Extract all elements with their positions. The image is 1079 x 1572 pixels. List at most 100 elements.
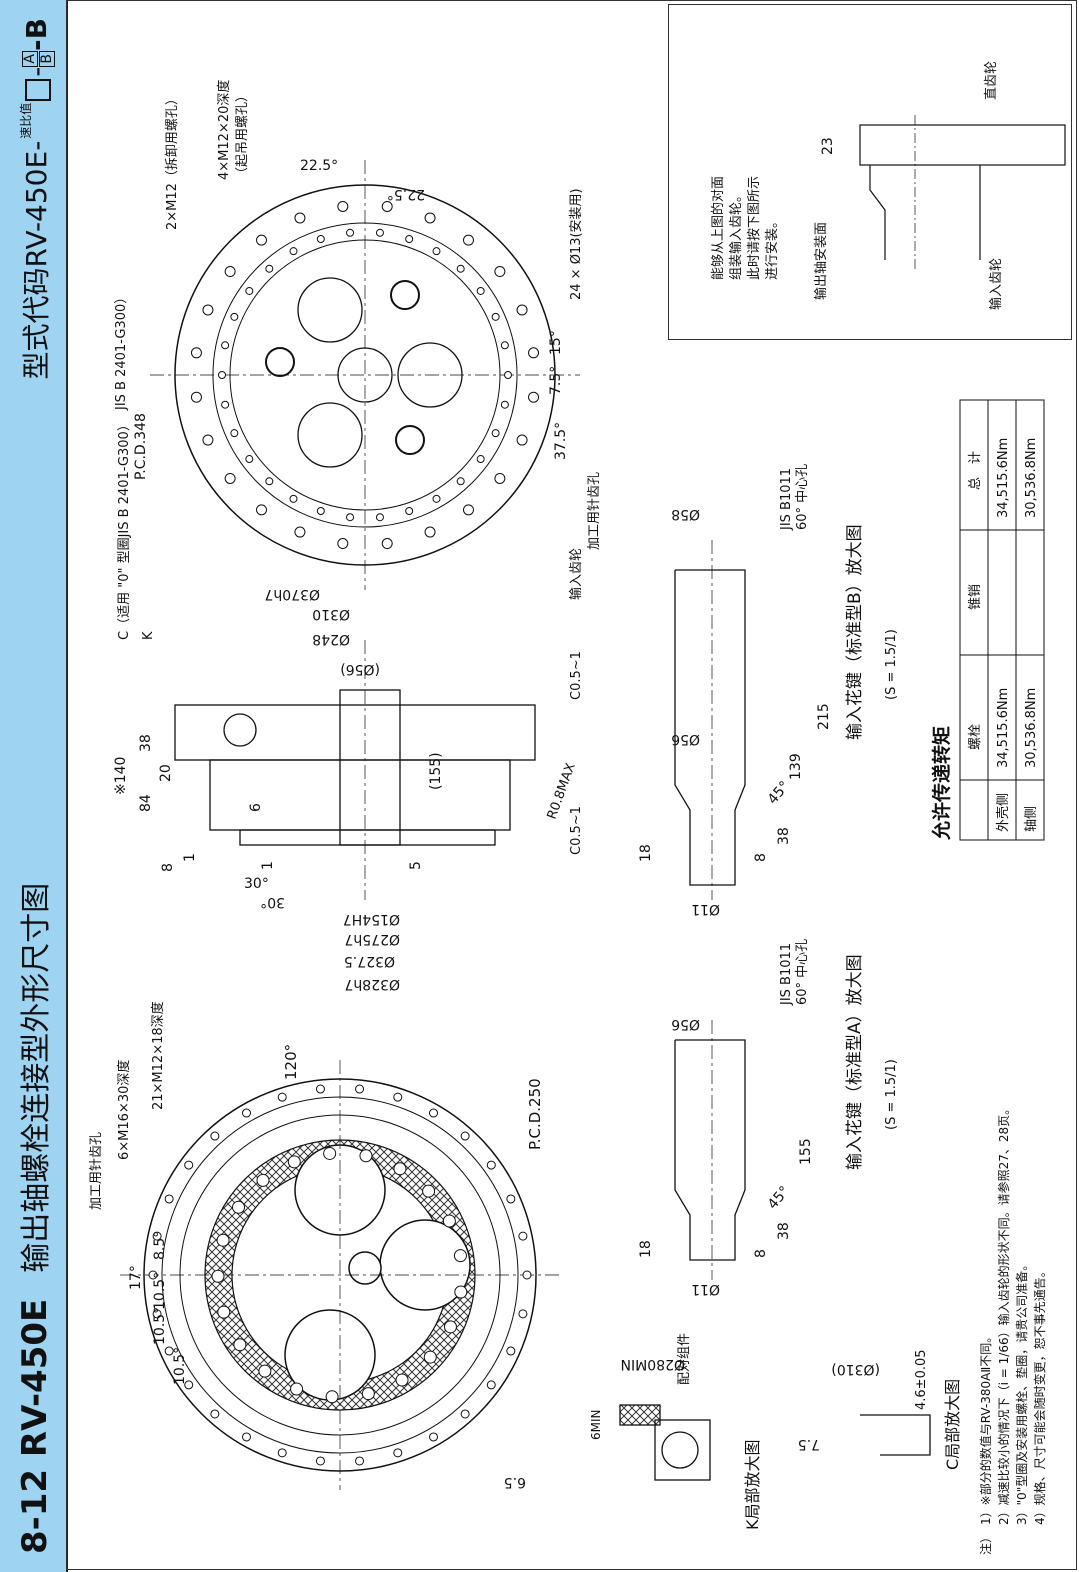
bolt-hole	[454, 1285, 468, 1299]
svg-text:K: K	[141, 631, 156, 640]
svg-text:8: 8	[753, 1249, 769, 1258]
bolt-hole	[361, 1387, 375, 1401]
bolt-hole	[294, 526, 306, 538]
bolt-hole	[315, 1084, 325, 1094]
bolt-hole	[224, 266, 236, 278]
svg-text:6.5: 6.5	[504, 1474, 526, 1490]
bolt-hole	[164, 1346, 174, 1356]
svg-text:（起吊用螺孔）: （起吊用螺孔）	[235, 89, 250, 180]
svg-text:60° 中心孔: 60° 中心孔	[795, 939, 810, 1005]
bolt-hole	[148, 1270, 158, 1280]
bolt-hole	[316, 234, 325, 243]
bolt-hole	[359, 1149, 373, 1163]
svg-text:(155): (155)	[428, 752, 444, 790]
front-view-output	[120, 1060, 560, 1490]
svg-text:Ø327.5: Ø327.5	[344, 953, 395, 969]
svg-text:输出轴安装面: 输出轴安装面	[813, 222, 829, 300]
install-note-drawing	[859, 115, 1066, 270]
bolt-hole	[422, 1184, 436, 1198]
detail-c-labels: C局部放大图 (Ø310) 4.6±0.05 7.5	[798, 1349, 962, 1470]
bolt-hole	[460, 1409, 470, 1419]
bolt-hole	[289, 494, 298, 503]
bolt-hole	[491, 429, 500, 438]
bolt-hole	[184, 1380, 194, 1390]
bolt-hole	[164, 1194, 174, 1204]
shaft-a-labels: 输入花键（标准型A）放大图 (S = 1.5/1) JIS B1011 60° …	[638, 939, 899, 1297]
bolt-hole	[355, 1456, 365, 1466]
svg-text:C（适用 "0" 型圈JIS B 2401-G300）: C（适用 "0" 型圈JIS B 2401-G300）	[117, 418, 132, 640]
detail-c-drawing	[860, 1414, 931, 1456]
svg-text:10.5°: 10.5°	[172, 1347, 188, 1385]
svg-text:18: 18	[638, 1240, 654, 1258]
svg-text:38: 38	[776, 1222, 792, 1240]
bolt-hole	[491, 312, 500, 321]
shaft-b-labels: 输入花键（标准型B）放大图 (S = 1.5/1) JIS B1011 60° …	[638, 464, 899, 917]
bolt-hole	[230, 312, 239, 321]
bolt-hole	[476, 455, 485, 464]
bolt-hole	[211, 1269, 225, 1283]
svg-text:C局部放大图: C局部放大图	[943, 1379, 962, 1470]
bolt-hole	[289, 247, 298, 256]
bolt-hole	[518, 1309, 528, 1319]
bolt-hole	[232, 1200, 246, 1214]
svg-text:23: 23	[820, 137, 836, 155]
bolt-hole	[265, 477, 274, 486]
svg-text:进行安装。: 进行安装。	[765, 215, 780, 280]
bolt-hole	[504, 371, 512, 379]
bolt-hole	[290, 1382, 304, 1396]
svg-text:22.5°: 22.5°	[387, 186, 425, 202]
bolt-hole	[462, 234, 474, 246]
detail-k-drawing	[619, 1404, 711, 1481]
bolt-hole	[323, 1146, 337, 1160]
bolt-hole	[486, 1380, 496, 1390]
torque-row-label: 轴侧	[1024, 806, 1039, 832]
svg-text:Ø56: Ø56	[671, 1016, 700, 1032]
bolt-hole	[375, 513, 384, 522]
svg-text:P.C.D.250: P.C.D.250	[526, 1078, 544, 1150]
bolt-hole	[355, 1084, 365, 1094]
front-view-input-holes	[190, 200, 540, 550]
install-note-text: 能够从上图的对面 组装输入齿轮。 此时请按下图所示 进行安装。 直齿轮 23 输…	[710, 61, 1004, 310]
bolt-hole	[256, 1173, 270, 1187]
bolt-hole	[442, 1214, 456, 1228]
bolt-hole	[456, 477, 465, 486]
svg-text:10.5°: 10.5°	[152, 1307, 168, 1345]
bolt-hole	[256, 234, 268, 246]
bolt-hole	[432, 494, 441, 503]
svg-text:能够从上图的对面: 能够从上图的对面	[710, 176, 726, 280]
svg-text:加工用针齿孔: 加工用针齿孔	[587, 472, 602, 550]
svg-text:1）※部分的数值与RV-380AⅡ不同。: 1）※部分的数值与RV-380AⅡ不同。	[978, 1331, 993, 1525]
torque-row-label: 外壳侧	[996, 793, 1011, 832]
svg-text:139: 139	[788, 753, 804, 780]
svg-text:Ø58: Ø58	[671, 506, 700, 522]
bolt-hole	[258, 1364, 272, 1378]
bolt-hole	[516, 434, 528, 446]
svg-text:38: 38	[776, 827, 792, 845]
svg-text:7.5°: 7.5°	[548, 366, 564, 395]
bolt-hole	[405, 234, 414, 243]
detail-k-labels: K局部放大图 配对组件 Ø280MIN 6MIN	[589, 1333, 762, 1530]
svg-text:5: 5	[408, 861, 424, 870]
bolt-hole	[506, 1194, 516, 1204]
svg-text:60° 中心孔: 60° 中心孔	[795, 464, 810, 530]
svg-text:C0.5~1: C0.5~1	[569, 651, 584, 700]
bolt-hole	[381, 538, 393, 550]
svg-text:Ø280MIN: Ø280MIN	[621, 1356, 685, 1372]
bolt-hole	[245, 455, 254, 464]
bolt-hole	[256, 504, 268, 516]
svg-text:输入花键（标准型A）放大图: 输入花键（标准型A）放大图	[845, 954, 865, 1170]
svg-text:84: 84	[138, 794, 154, 812]
torque-table-title: 允许传递转矩	[930, 726, 953, 841]
bolt-hole	[456, 264, 465, 273]
svg-text:(S = 1.5/1): (S = 1.5/1)	[884, 629, 899, 700]
svg-text:Ø11: Ø11	[691, 901, 720, 917]
side-section-view	[174, 640, 536, 900]
svg-text:8: 8	[160, 863, 176, 872]
svg-text:38: 38	[138, 734, 154, 752]
svg-text:4×M12×20深度: 4×M12×20深度	[216, 80, 232, 180]
bolt-hole	[381, 200, 393, 212]
bolt-hole	[423, 1350, 437, 1364]
bolt-hole	[242, 1108, 251, 1118]
bolt-hole	[494, 266, 506, 278]
svg-text:22.5°: 22.5°	[300, 158, 338, 174]
